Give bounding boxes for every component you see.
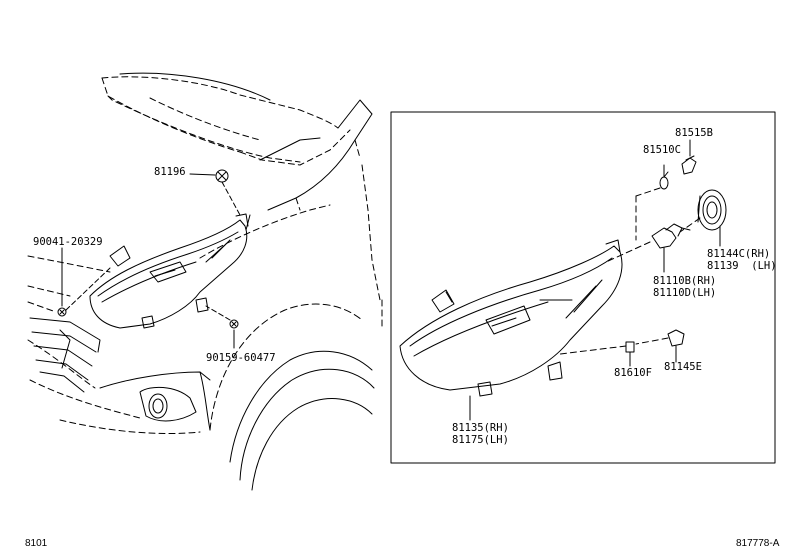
label-90159-60477: 90159-60477	[206, 352, 276, 364]
label-81135-rh: 81135(RH)	[452, 422, 509, 434]
label-81175-lh: 81175(LH)	[452, 434, 509, 446]
label-81144c-rh: 81144C(RH)	[707, 248, 771, 260]
installed-headlamp	[89, 213, 249, 329]
label-90041-20329: 90041-20329	[33, 236, 103, 248]
label-81610f: 81610F	[614, 367, 652, 379]
page-code: 8101	[25, 538, 48, 549]
exploded-headlamp	[399, 239, 623, 397]
bulb-81110-graphic	[605, 223, 691, 273]
part-90159-graphic	[205, 305, 239, 349]
bulb-81610-graphic	[559, 329, 685, 367]
socket-81144-graphic	[679, 189, 727, 247]
label-81510c: 81510C	[643, 144, 681, 156]
label-81110b-rh: 81110B(RH)	[653, 275, 717, 287]
label-81196: 81196	[154, 166, 186, 178]
label-81145e: 81145E	[664, 361, 702, 373]
label-81139-lh: 81139 (LH)	[707, 260, 777, 272]
vehicle-body-outline	[27, 72, 383, 491]
drawing-id: 817778-A	[736, 538, 780, 549]
label-81110d-lh: 81110D(LH)	[653, 287, 717, 299]
part-90041-graphic	[57, 247, 111, 317]
inset-frame	[390, 111, 776, 464]
label-81515b: 81515B	[675, 127, 713, 139]
part-81196-graphic	[189, 169, 241, 216]
bulb-81510-graphic	[635, 139, 697, 241]
